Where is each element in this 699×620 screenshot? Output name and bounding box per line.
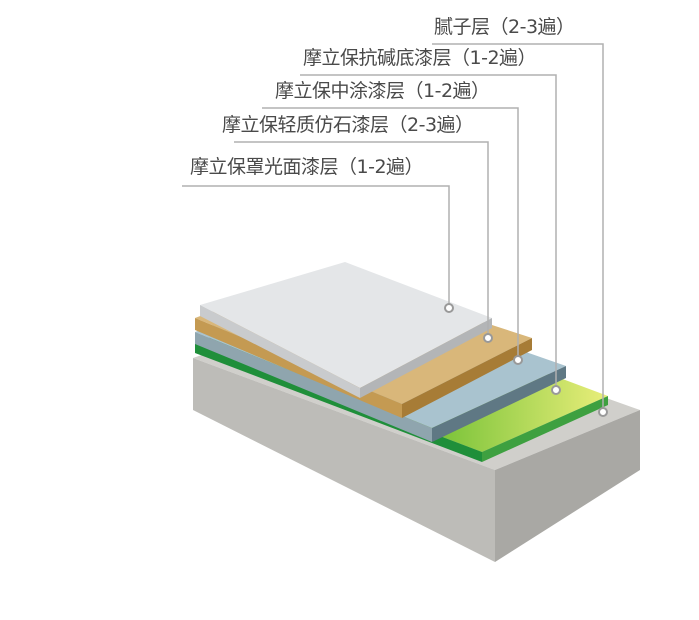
label-primer: 摩立保抗碱底漆层（1-2遍）: [303, 47, 537, 69]
label-stone-paint: 摩立保轻质仿石漆层（2-3遍）: [222, 114, 474, 136]
leader-lines: [182, 43, 604, 412]
label-topcoat: 摩立保罩光面漆层（1-2遍）: [190, 156, 424, 178]
label-midcoat: 摩立保中涂漆层（1-2遍）: [275, 80, 490, 102]
stone-paint-layer: [200, 262, 492, 398]
label-putty: 腻子层（2-3遍）: [434, 16, 575, 38]
leader-dots: [444, 303, 608, 417]
